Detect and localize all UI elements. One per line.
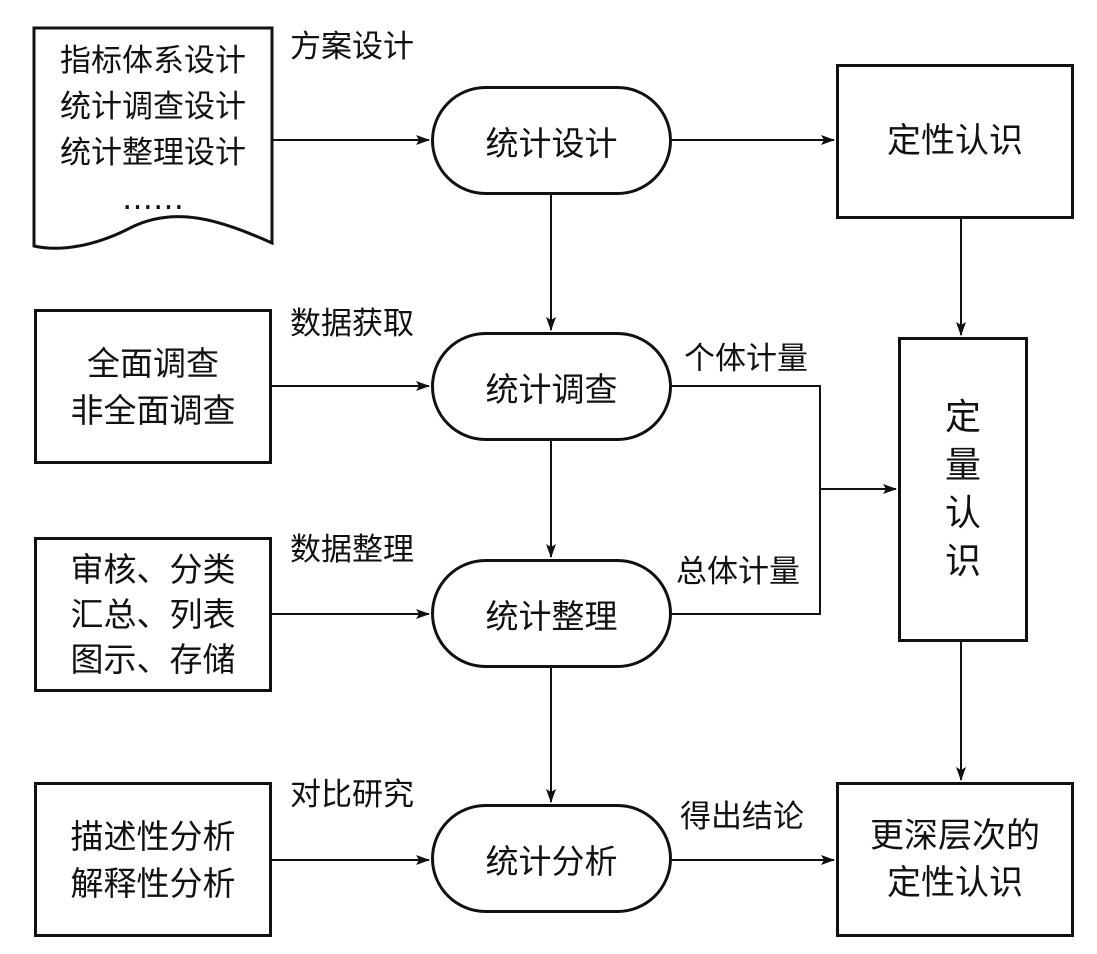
survey-input-box: 全面调查 非全面调查 bbox=[34, 309, 272, 464]
arrange-input-line: 图示、存储 bbox=[70, 640, 236, 679]
design-doc-line: 统计整理设计 bbox=[60, 135, 246, 171]
design-doc-line: 统计调查设计 bbox=[60, 89, 246, 125]
arrange-input-line: 审核、分类 bbox=[70, 550, 236, 589]
arrange-label: 数据整理 bbox=[290, 532, 414, 568]
survey-input-line: 全面调查 bbox=[87, 343, 219, 383]
quantitative-char: 认 bbox=[944, 492, 981, 534]
design-label: 方案设计 bbox=[290, 29, 414, 65]
node-analysis: 统计分析 bbox=[431, 804, 672, 913]
quantitative-char: 量 bbox=[944, 444, 981, 486]
quantitative-char: 识 bbox=[944, 540, 981, 582]
design-doc-line: …… bbox=[122, 181, 184, 217]
arrange-input-box: 审核、分类 汇总、列表 图示、存储 bbox=[34, 537, 272, 692]
node-design: 统计设计 bbox=[431, 86, 672, 195]
deeper-qualitative-box: 更深层次的 定性认识 bbox=[836, 782, 1074, 937]
survey-label: 数据获取 bbox=[290, 306, 414, 342]
design-doc-text: 指标体系设计 统计调查设计 统计整理设计 …… bbox=[34, 38, 272, 222]
qualitative-box: 定性认识 bbox=[836, 64, 1074, 219]
analysis-input-line: 描述性分析 bbox=[70, 816, 236, 856]
arrange-input-line: 汇总、列表 bbox=[70, 595, 236, 634]
analysis-out-label: 得出结论 bbox=[680, 799, 804, 835]
node-survey: 统计调查 bbox=[431, 332, 672, 441]
quantitative-char: 定 bbox=[944, 396, 981, 438]
survey-input-line: 非全面调查 bbox=[70, 390, 236, 430]
design-doc-line: 指标体系设计 bbox=[60, 43, 246, 79]
qualitative-text: 定性认识 bbox=[887, 121, 1023, 161]
analysis-label: 对比研究 bbox=[290, 777, 414, 813]
bracket-arrange bbox=[672, 489, 821, 615]
arrange-out-label: 总体计量 bbox=[676, 554, 800, 590]
analysis-input-line: 解释性分析 bbox=[70, 863, 236, 903]
node-arrange: 统计整理 bbox=[431, 559, 672, 668]
deeper-line: 定性认识 bbox=[887, 862, 1023, 903]
analysis-input-box: 描述性分析 解释性分析 bbox=[34, 782, 272, 937]
bracket-survey bbox=[672, 385, 821, 489]
deeper-line: 更深层次的 bbox=[870, 815, 1040, 856]
quantitative-box: 定 量 认 识 bbox=[898, 337, 1028, 642]
survey-out-label: 个体计量 bbox=[684, 341, 808, 377]
document-shape bbox=[32, 26, 274, 250]
